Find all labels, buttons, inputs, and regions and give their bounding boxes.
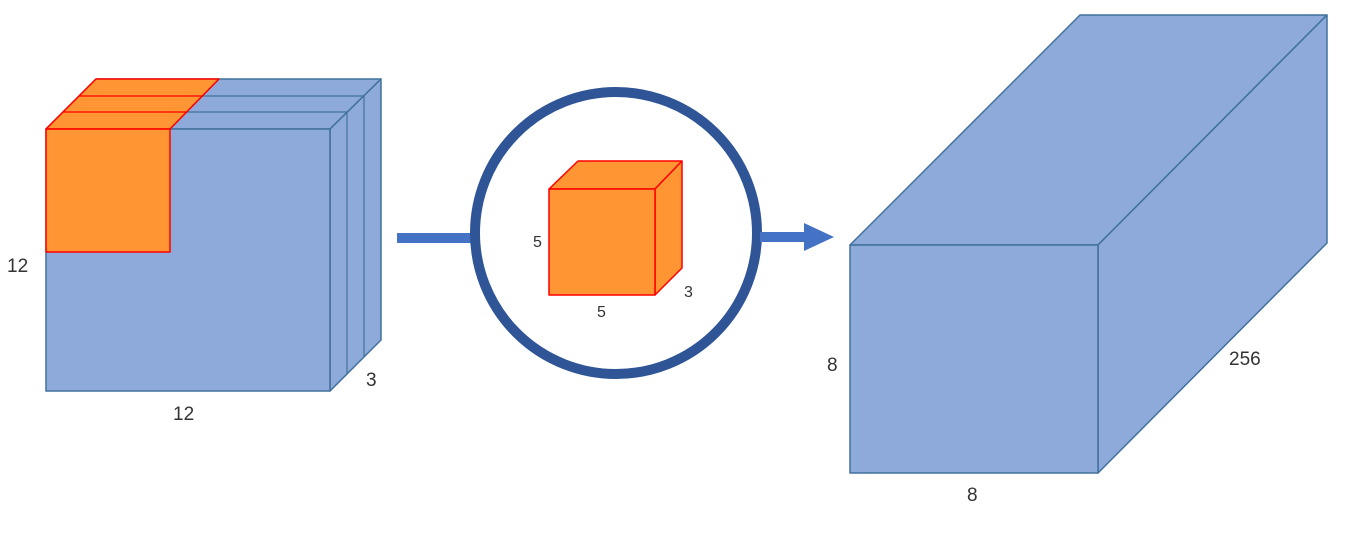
- input-width-label: 12: [173, 404, 195, 425]
- kernel-height-label: 5: [533, 234, 542, 251]
- output-depth-label: 256: [1229, 349, 1261, 370]
- arrow-out-shaft: [760, 232, 806, 242]
- receptive-field-front-face: [45, 128, 171, 253]
- input-receptive-field: [45, 78, 220, 253]
- arrow-in-shaft: [397, 233, 477, 243]
- arrow-out-head: [804, 223, 834, 251]
- kernel-depth-label: 3: [684, 284, 693, 301]
- output-volume: [849, 14, 1328, 474]
- input-depth-label: 3: [366, 370, 377, 391]
- input-volume-side-face: [329, 78, 382, 392]
- output-volume-front-face: [849, 244, 1099, 474]
- output-width-label: 8: [967, 485, 978, 506]
- kernel-width-label: 5: [597, 304, 606, 321]
- filter-kernel-cube: [548, 160, 683, 296]
- kernel-front-face: [548, 188, 656, 296]
- input-height-label: 12: [7, 256, 29, 277]
- output-height-label: 8: [827, 355, 838, 376]
